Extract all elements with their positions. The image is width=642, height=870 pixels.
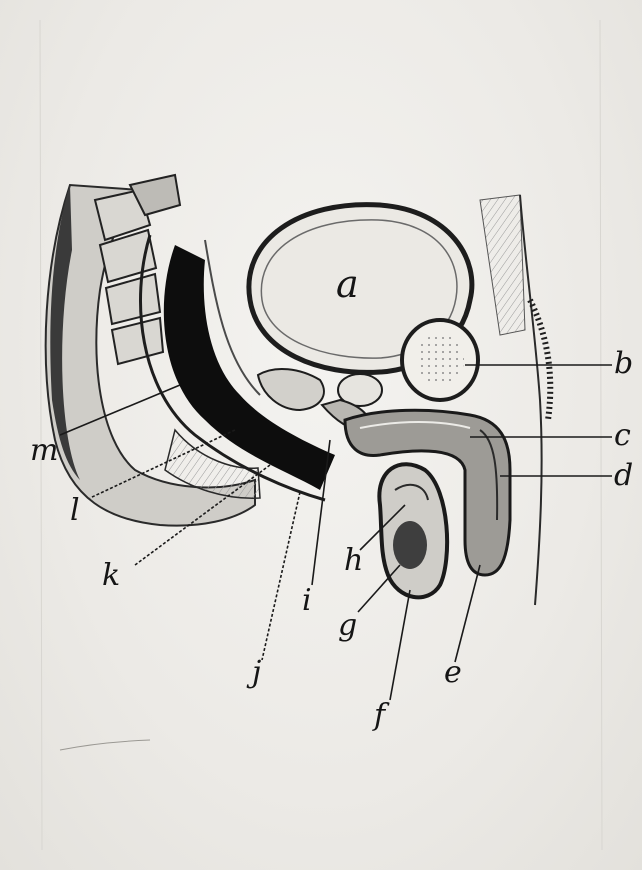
paper-marks bbox=[40, 20, 602, 850]
label-k: k bbox=[102, 558, 120, 593]
label-i: i bbox=[302, 583, 312, 618]
label-g: g bbox=[338, 608, 357, 643]
label-a: a bbox=[336, 262, 359, 306]
label-j: j bbox=[246, 655, 261, 690]
label-h: h bbox=[344, 543, 363, 578]
label-d: d bbox=[614, 458, 633, 493]
label-b: b bbox=[614, 346, 633, 381]
label-c: c bbox=[614, 418, 631, 453]
label-l: l bbox=[70, 493, 80, 528]
label-m: m bbox=[30, 433, 58, 468]
sacrum-region bbox=[46, 175, 260, 526]
label-f: f bbox=[372, 698, 390, 733]
pubic-symphysis bbox=[402, 320, 478, 400]
label-e: e bbox=[444, 655, 462, 690]
